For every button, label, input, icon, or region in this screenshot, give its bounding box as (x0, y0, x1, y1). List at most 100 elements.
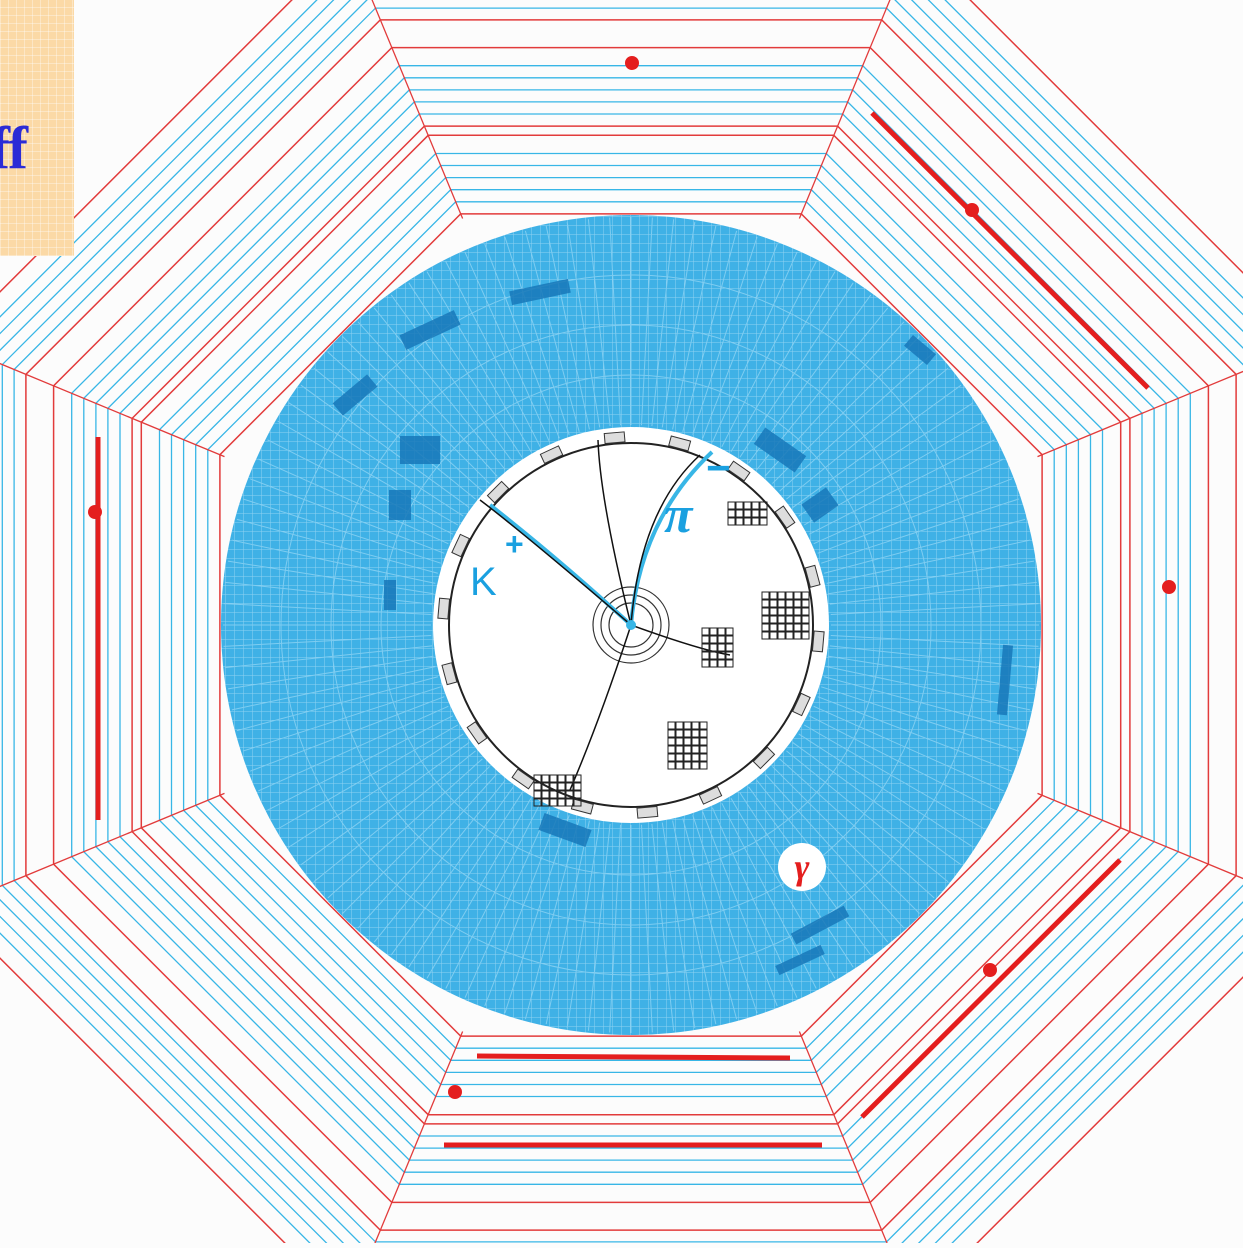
tracker-module (437, 597, 451, 620)
charged-track (630, 624, 731, 656)
hit-cell (793, 591, 802, 600)
calorimeter-crystal-boundary (692, 236, 758, 435)
calorimeter-crystal-boundary (651, 823, 675, 1031)
calorimeter-crystal-boundary (524, 818, 580, 1020)
kaon-charge-label: + (505, 526, 524, 562)
tracker-module (727, 460, 751, 482)
muon-sector-spoke (1037, 792, 1243, 880)
tracker-module (603, 431, 626, 445)
hit-cell (675, 761, 684, 770)
tracker-hit-cluster (667, 721, 708, 770)
calorimeter-crystal-boundary (640, 824, 653, 1033)
hit-cell (533, 774, 542, 783)
calorimeter-crystal-boundary (764, 773, 905, 929)
tracker-hit-cluster (701, 627, 734, 668)
hit-cell (769, 623, 778, 632)
calorimeter-crystal-boundary (408, 792, 523, 968)
hit-cell (777, 615, 786, 624)
hit-cell (769, 631, 778, 640)
calorimeter-crystal-boundary (223, 634, 432, 647)
calorimeter-crystal-boundary (484, 811, 560, 1007)
calorimeter-crystal-boundary (357, 773, 498, 929)
calorimeter-crystal-boundary (772, 766, 920, 914)
muon-hit-dot (1162, 580, 1176, 594)
calorimeter-crystal-boundary (408, 282, 523, 458)
hit-cell (699, 753, 708, 762)
hit-cell (801, 599, 810, 608)
hit-cell (683, 737, 692, 746)
calorimeter-crystal-boundary (824, 518, 1026, 574)
hit-cell (801, 591, 810, 600)
calorimeter-crystal-boundary (231, 539, 436, 584)
calorimeter-crystal-boundary (803, 724, 985, 830)
calorimeter-crystal-boundary (342, 336, 490, 484)
hit-cell (743, 517, 752, 526)
calorimeter-crystal-boundary (227, 655, 434, 690)
calorimeter-crystal-boundary (236, 676, 438, 732)
hit-cell (717, 627, 726, 636)
charged-track (479, 499, 632, 626)
hit-cell (533, 782, 542, 791)
tracker-module (791, 692, 811, 717)
hit-cell (683, 753, 692, 762)
hit-cell (777, 591, 786, 600)
calorimeter-crystal-boundary (826, 666, 1031, 711)
muon-hit-dot (88, 505, 102, 519)
muon-sector-spoke (1037, 370, 1243, 458)
hit-cell (701, 635, 710, 644)
calorimeter-crystal-boundary (830, 634, 1039, 647)
energy-cluster (389, 490, 411, 520)
calorimeter-crystal-boundary (817, 696, 1013, 772)
calorimeter-crystal-boundary (692, 815, 758, 1014)
hit-cell (769, 615, 778, 624)
calorimeter-crystal-boundary (779, 351, 935, 492)
hit-cell (565, 774, 574, 783)
vertex-detector-ring (608, 602, 654, 648)
tracker-module (466, 721, 488, 745)
energy-cluster (775, 944, 825, 976)
calorimeter-crystal-boundary (651, 219, 675, 427)
calorimeter-crystal-boundary (786, 367, 949, 500)
primary-vertex (626, 620, 636, 630)
hit-cell (735, 509, 744, 518)
calorimeter-clusters (332, 278, 1014, 976)
muon-hits (88, 56, 1176, 1148)
pion-charge-label: − (706, 444, 731, 491)
energy-cluster (538, 812, 592, 848)
calorimeter-crystal-boundary (357, 321, 498, 477)
hit-cell (709, 651, 718, 660)
hit-cell (699, 737, 708, 746)
tracker-module (511, 768, 535, 790)
muon-sector-spoke (798, 1031, 890, 1248)
vertex-detector-ring (600, 594, 662, 656)
calorimeter-crystal-boundary (300, 742, 470, 866)
hit-cell (573, 798, 582, 807)
calorimeter-crystal-boundary (672, 820, 717, 1025)
hit-cell (699, 721, 708, 730)
calorimeter-crystal-boundary (821, 686, 1020, 752)
hit-cell (785, 591, 794, 600)
muon-hit-segment (860, 858, 1122, 1119)
hit-cell (743, 501, 752, 510)
energy-cluster (332, 374, 378, 416)
calorimeter-crystal-boundary (327, 758, 483, 899)
hit-cell (541, 782, 550, 791)
calorimeter-crystal-boundary (566, 822, 601, 1029)
hit-cell (785, 615, 794, 624)
tracker-module (636, 805, 659, 819)
muon-hit-dot (965, 203, 979, 217)
calorimeter-segmentation (223, 217, 1039, 1033)
energy-cluster (753, 427, 807, 473)
hit-cell (761, 599, 770, 608)
hit-cell (717, 643, 726, 652)
calorimeter-crystal-boundary (813, 705, 1004, 792)
hit-cell (691, 737, 700, 746)
calorimeter-crystal-boundary (830, 603, 1039, 616)
hit-cell (701, 659, 710, 668)
hit-cell (691, 721, 700, 730)
hit-cell (801, 615, 810, 624)
tracker-module (698, 785, 723, 805)
